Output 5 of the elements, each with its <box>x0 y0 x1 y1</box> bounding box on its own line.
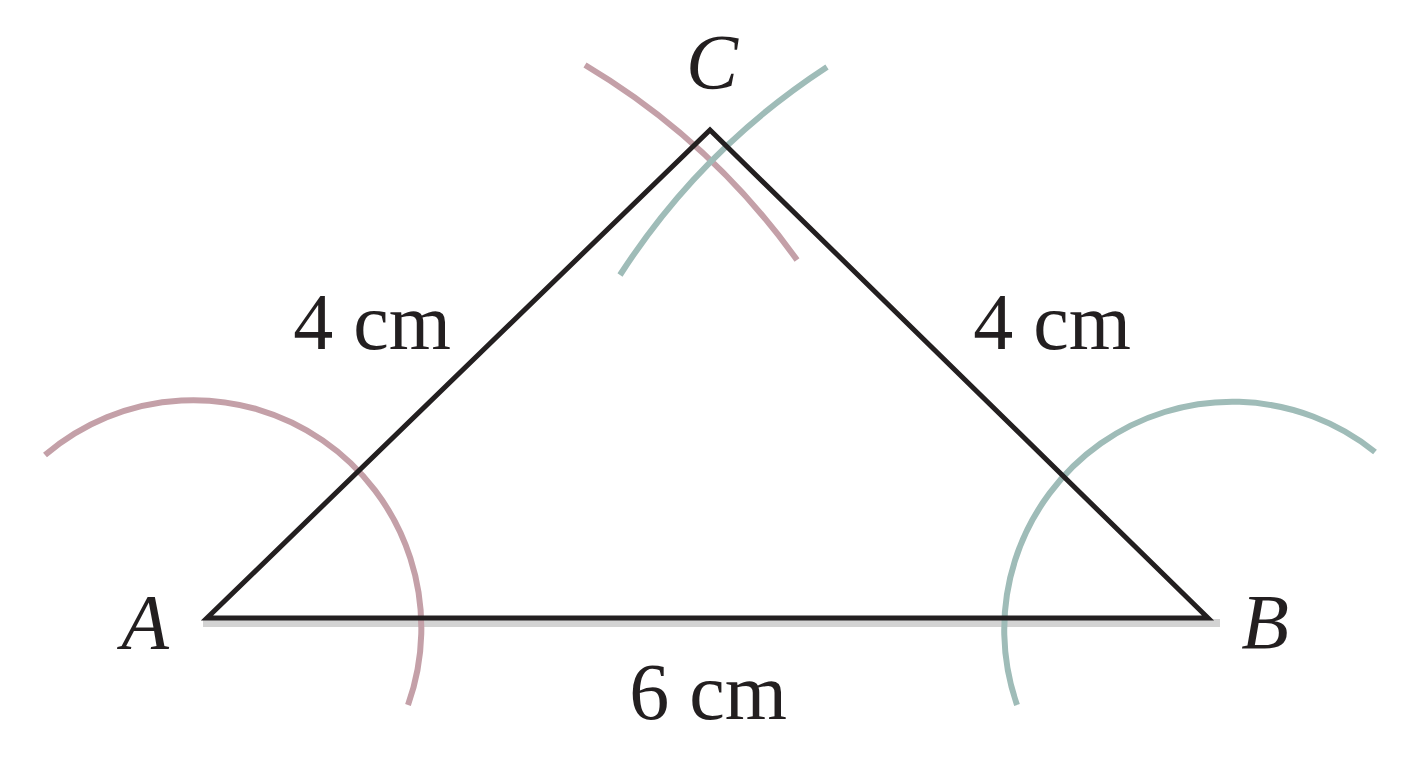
side-length-label: 6 cm <box>629 652 787 732</box>
side-length-label: 4 cm <box>293 282 451 362</box>
vertex-label: C <box>686 23 738 101</box>
side-length-label: 4 cm <box>973 282 1131 362</box>
vertex-label: B <box>1241 583 1289 661</box>
